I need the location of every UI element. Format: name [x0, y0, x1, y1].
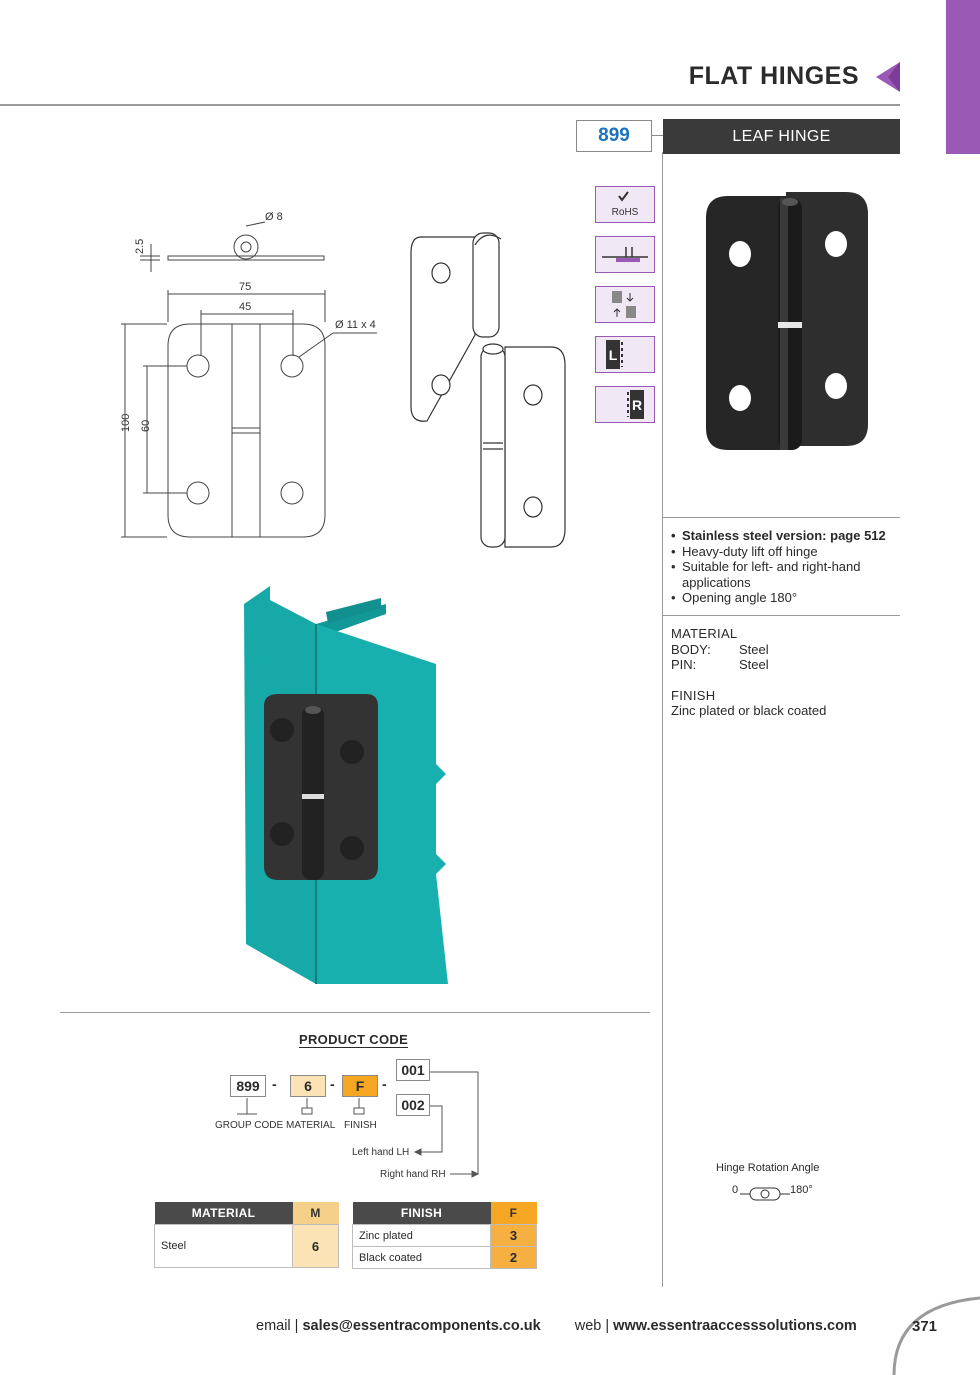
material-code-label: MATERIAL	[286, 1120, 336, 1131]
material-table: MATERIAL M Steel 6	[154, 1202, 339, 1268]
application-render	[244, 586, 448, 984]
right-hand-text: R	[632, 397, 642, 413]
footer-contact: email | sales@essentracomponents.co.uk w…	[256, 1318, 857, 1334]
finish-table: FINISH F Zinc plated 3 Black coated 2	[352, 1202, 537, 1269]
group-code-label: GROUP CODE	[215, 1120, 284, 1131]
material-finish-block: MATERIAL BODY: Steel PIN: Steel FINISH Z…	[671, 626, 901, 719]
group-code-box: 899	[230, 1075, 266, 1097]
rotation-end: 180°	[790, 1184, 813, 1196]
page-number: 371	[912, 1318, 938, 1335]
dim-thickness: 2.5	[134, 239, 146, 254]
dim-hole-spacing-h: 45	[239, 301, 251, 313]
table-row: Black coated 2	[352, 1246, 537, 1269]
right-hand-label: Right hand RH	[380, 1169, 446, 1180]
isometric-drawing	[410, 232, 566, 548]
section-color-tab	[946, 0, 980, 154]
hand-option-002: 002	[396, 1094, 430, 1116]
left-hand-text: L	[609, 347, 618, 363]
product-code-connectors	[237, 1071, 480, 1178]
table-row: Steel 6	[154, 1224, 339, 1268]
material-heading: MATERIAL	[671, 626, 738, 641]
email-link[interactable]: sales@essentracomponents.co.uk	[302, 1318, 541, 1334]
finish-table-code-header: F	[490, 1202, 537, 1225]
rotation-label: Hinge Rotation Angle	[716, 1162, 820, 1174]
hand-option-001: 001	[396, 1059, 430, 1081]
page-number-arc	[892, 1296, 980, 1375]
code-dash: -	[272, 1076, 277, 1092]
triangle-marker-icon	[876, 62, 900, 92]
feature-item: Opening angle 180°	[671, 590, 901, 606]
material-row-pin: PIN: Steel	[671, 657, 769, 672]
finish-table-header: FINISH	[352, 1202, 491, 1225]
dim-height: 100	[120, 414, 132, 432]
finish-text: Zinc plated or black coated	[671, 703, 827, 718]
header-rule	[0, 104, 900, 106]
rotation-angle-icon	[740, 1187, 790, 1201]
material-table-code-header: M	[292, 1202, 339, 1225]
feature-item: Heavy-duty lift off hinge	[671, 544, 901, 560]
feature-item: Suitable for left- and right-hand applic…	[671, 559, 901, 590]
dim-pin-diameter: Ø 8	[265, 211, 283, 223]
table-row: Zinc plated 3	[352, 1224, 537, 1247]
material-code-box: 6	[290, 1075, 326, 1097]
connector-line	[651, 135, 663, 136]
right-hand-icon: R	[595, 386, 655, 423]
code-dash: -	[330, 1076, 335, 1092]
flush-mount-icon	[595, 236, 655, 273]
lift-off-icon	[595, 286, 655, 323]
column-divider	[662, 152, 663, 1287]
dim-hole-spacing-v: 60	[140, 420, 152, 432]
product-name-banner: LEAF HINGE	[663, 119, 900, 154]
finish-heading: FINISH	[671, 687, 716, 703]
product-photo	[706, 192, 868, 450]
product-code-title: PRODUCT CODE	[299, 1032, 409, 1048]
dim-width: 75	[239, 281, 251, 293]
page-title: FLAT HINGES	[688, 62, 859, 90]
left-hand-label: Left hand LH	[352, 1147, 410, 1158]
dim-hole-diameter: Ø 11 x 4	[335, 319, 376, 331]
code-dash: -	[382, 1076, 387, 1092]
technical-drawing: 2.5 Ø 8 75 45 Ø 11 x 4 100 60	[120, 211, 377, 538]
rotation-start: 0	[732, 1184, 739, 1196]
features-rule-bottom	[663, 615, 900, 616]
finish-code-box: F	[342, 1075, 378, 1097]
feature-item: Stainless steel version: page 512	[671, 528, 901, 544]
features-rule-top	[663, 517, 900, 518]
product-code-box: 899	[576, 120, 652, 152]
product-code-rule	[60, 1012, 650, 1013]
material-row-body: BODY: Steel	[671, 641, 769, 657]
material-table-header: MATERIAL	[154, 1202, 293, 1225]
feature-list: Stainless steel version: page 512 Heavy-…	[671, 528, 901, 606]
web-link[interactable]: www.essentraaccesssolutions.com	[613, 1318, 857, 1334]
rohs-icon: RoHS	[595, 186, 655, 223]
left-hand-icon: L	[595, 336, 655, 373]
finish-code-label: FINISH	[344, 1120, 377, 1131]
rohs-text: RoHS	[612, 207, 639, 218]
